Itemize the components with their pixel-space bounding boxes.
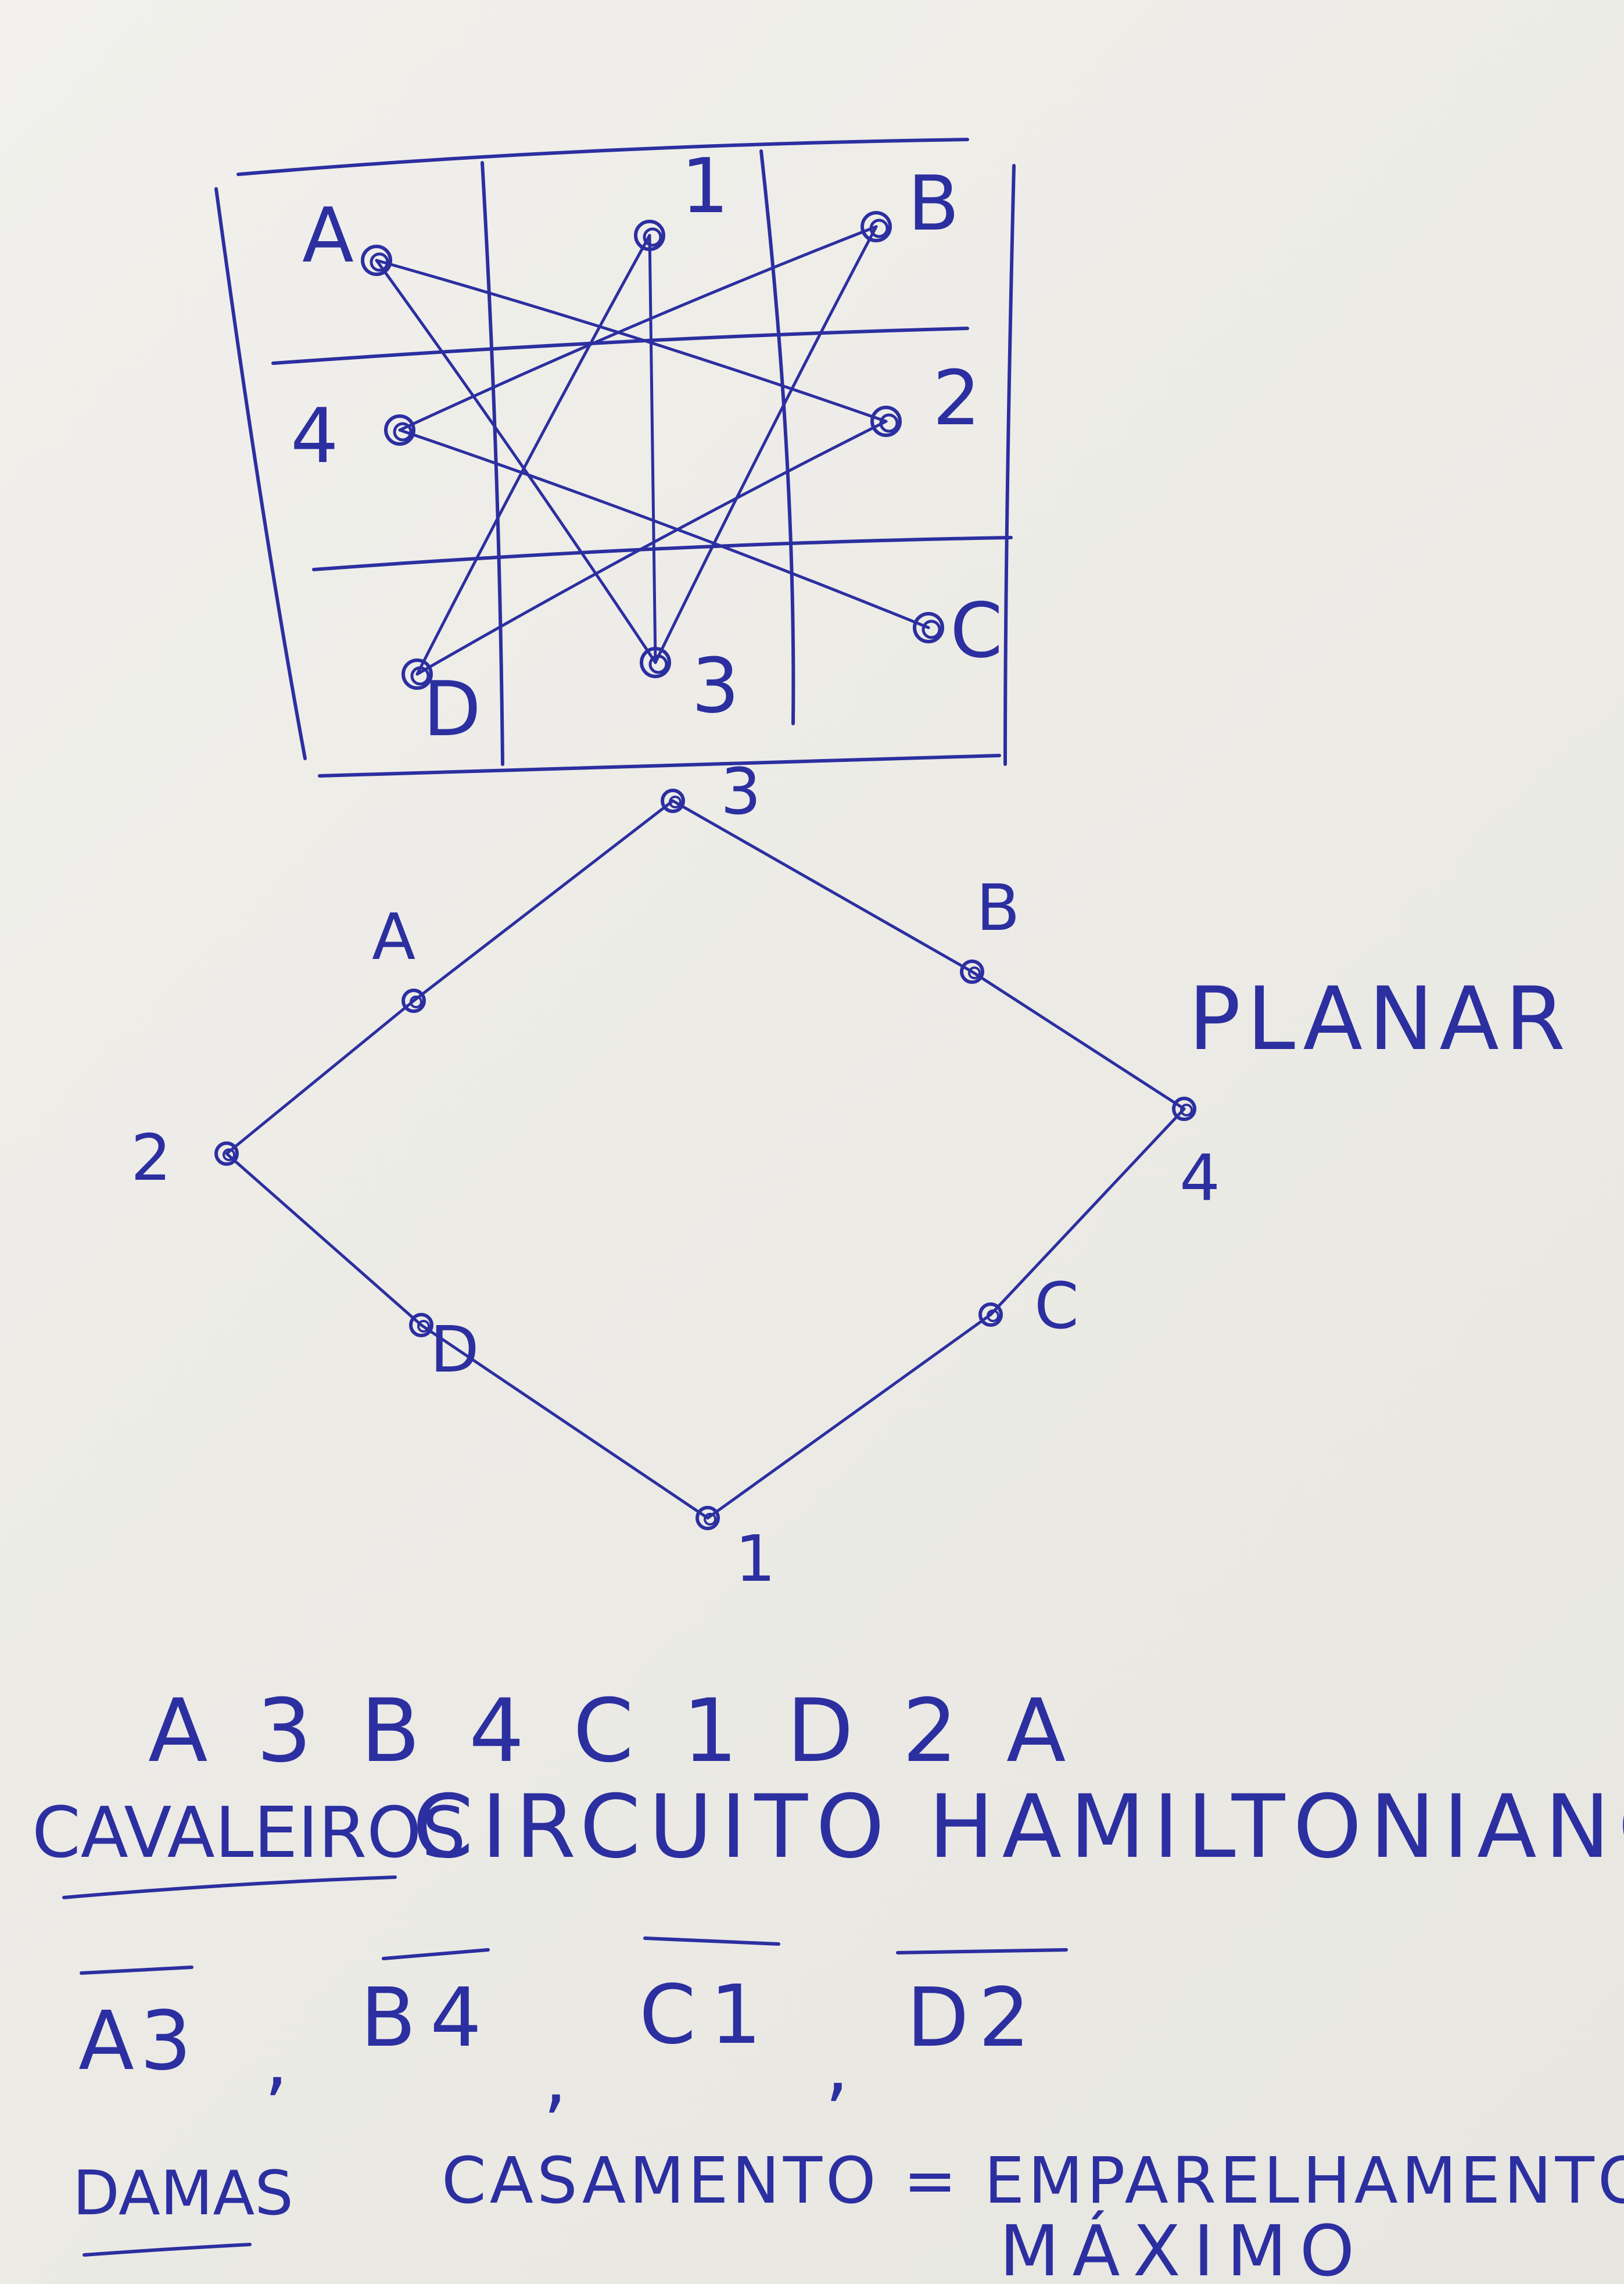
board-node-label-a: A <box>302 191 354 280</box>
planar-edge-1-d <box>420 1323 709 1520</box>
board-node-c: C <box>913 586 1003 675</box>
matching-pairs: A3 , B4 , C1 , D2 <box>78 1936 1068 2122</box>
pair-overline-2 <box>382 1948 490 1960</box>
planar-node-label-d: D <box>430 1312 479 1387</box>
board-hline-2 <box>312 536 1013 571</box>
pair-d2: D2 <box>906 1971 1039 2065</box>
planar-node-4: 4 <box>1172 1097 1220 1215</box>
board-edge-b-4 <box>398 225 878 432</box>
planar-node-b: B <box>960 871 1020 984</box>
matching-definition: CASAMENTO = EMPARELHAMENTO <box>442 2143 1624 2218</box>
cavaleiros-label: CAVALEIROS <box>32 1793 466 1874</box>
board-node-4: 4 <box>291 392 415 480</box>
board-edge-1-3 <box>648 234 657 664</box>
board-node-label-d: D <box>423 665 481 753</box>
damas-label: DAMAS <box>73 2158 293 2229</box>
pair-separator-1: , <box>264 2016 288 2104</box>
planar-node-label-b: B <box>976 871 1020 945</box>
board-node-label-1: 1 <box>681 142 729 230</box>
board-edge-a-3 <box>375 259 657 664</box>
board-edge-b-3 <box>654 225 878 664</box>
board-node-d: D <box>401 658 481 753</box>
planar-label: PLANAR <box>1188 969 1571 1070</box>
planar-edge-b-4 <box>970 970 1186 1111</box>
planar-node-label-2: 2 <box>131 1120 171 1195</box>
board-node-label-b: B <box>908 159 959 248</box>
board-node-a: A <box>302 191 392 280</box>
hamiltonian-sequence: A 3 B 4 C 1 D 2 A <box>148 1681 1077 1782</box>
planar-edge-3-b <box>671 799 974 973</box>
board-node-label-4: 4 <box>291 392 339 480</box>
hamiltonian-circuit-label: CIRCUITO HAMILTONIANO <box>413 1777 1624 1878</box>
planar-node-c: C <box>978 1269 1079 1343</box>
board-edge-2-d <box>415 420 888 676</box>
pair-c1: C1 <box>639 1968 776 2063</box>
pair-b4: B4 <box>360 1971 496 2065</box>
planar-node-label-c: C <box>1034 1269 1079 1343</box>
planar-node-2: 2 <box>131 1120 239 1195</box>
board-nodes: A 1 B 4 2D 3 C <box>291 142 1003 753</box>
board-right-border <box>1003 164 1016 766</box>
board-edges <box>375 225 930 676</box>
maximum-label: MÁXIMO <box>999 2211 1367 2284</box>
board-hline-1 <box>271 327 969 365</box>
board-top-border <box>236 138 969 176</box>
planar-node-a: A <box>372 900 426 1013</box>
board-node-2: 2 <box>870 354 981 442</box>
board-node-label-2: 2 <box>933 354 981 442</box>
board-node-1: 1 <box>634 142 729 251</box>
board-left-border <box>214 187 307 760</box>
planar-edge-d-2 <box>225 1152 423 1327</box>
planar-edge-4-c <box>989 1107 1186 1316</box>
pair-overline-4 <box>896 1948 1068 1954</box>
planar-edge-c-1 <box>706 1313 992 1520</box>
pair-overline-3 <box>643 1936 780 1946</box>
board-edge-1-d <box>415 234 651 676</box>
planar-edge-2-a <box>225 999 415 1155</box>
board-vline-2 <box>759 149 795 725</box>
planar-node-label-3: 3 <box>720 754 761 829</box>
board-edge-a-2 <box>375 259 888 423</box>
chessboard-grid <box>214 138 1016 778</box>
damas-underline <box>83 2243 252 2257</box>
planar-edge-a-3 <box>412 799 675 1003</box>
planar-node-label-a: A <box>372 900 415 974</box>
planar-node-label-1: 1 <box>735 1522 776 1596</box>
planar-node-label-4: 4 <box>1180 1141 1220 1215</box>
pair-a3: A3 <box>78 1994 198 2089</box>
board-node-3: 3 <box>640 642 740 730</box>
pair-separator-3: , <box>825 2022 849 2110</box>
planar-node-1: 1 <box>696 1506 776 1596</box>
board-node-b: B <box>861 159 959 248</box>
planar-edges <box>225 799 1186 1520</box>
planar-node-d: D <box>409 1312 479 1387</box>
pair-overline-1 <box>80 1966 193 1975</box>
planar-node-3: 3 <box>661 754 761 829</box>
pair-separator-2: , <box>543 2034 567 2122</box>
board-edge-4-c <box>398 428 930 629</box>
planar-nodes: 3A B 2 4D C 1 <box>131 754 1220 1596</box>
board-node-label-c: C <box>950 586 1003 675</box>
board-bottom-border <box>318 754 1001 778</box>
board-node-label-3: 3 <box>691 642 740 730</box>
cavaleiros-underline <box>62 1875 397 1899</box>
